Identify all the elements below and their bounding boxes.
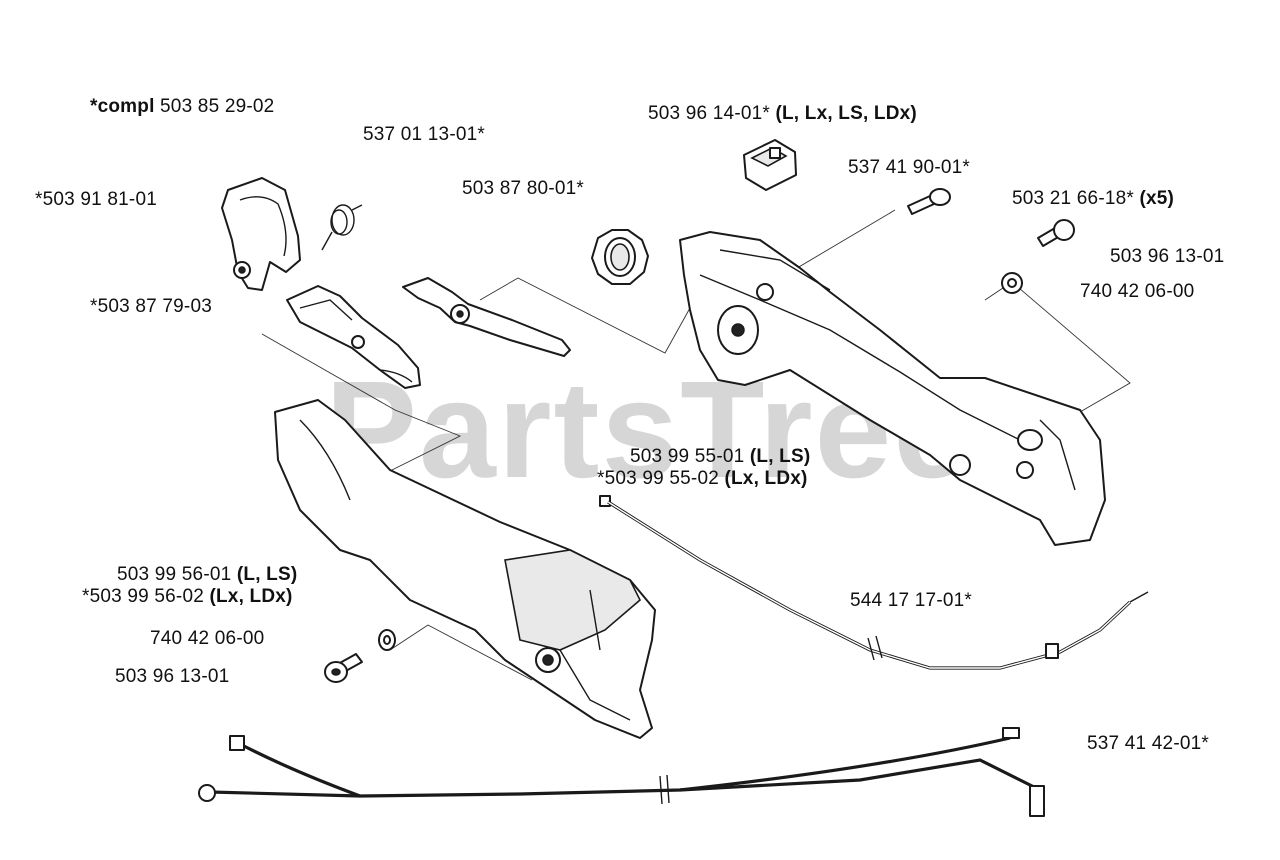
handle-housing-left-part xyxy=(274,399,656,739)
label-544-17-17-01: 544 17 17-01* xyxy=(850,590,972,611)
label-537-41-42-01: 537 41 42-01* xyxy=(1087,733,1209,754)
handle-housing-right-part xyxy=(679,231,1106,546)
screw-part-right xyxy=(1037,219,1075,247)
lockout-lever-part xyxy=(402,277,571,357)
label-503-96-13-01-bottom: 503 96 13-01 xyxy=(115,666,230,687)
label-537-41-90-01: 537 41 90-01* xyxy=(848,157,970,178)
label-503-87-79-03: *503 87 79-03 xyxy=(90,296,212,317)
switch-part xyxy=(743,139,797,191)
label-503-21-66-18: 503 21 66-18* (x5) xyxy=(1012,188,1175,209)
washer-part-top xyxy=(1001,272,1023,294)
throttle-cable-part xyxy=(599,495,1149,670)
label-537-01-13-01: 537 01 13-01* xyxy=(363,124,485,145)
label-503-91-81-01: *503 91 81-01 xyxy=(35,189,157,210)
label-740-42-06-00-top: 740 42 06-00 xyxy=(1080,281,1195,302)
label-compl-assembly: *compl 503 85 29-02 xyxy=(90,96,275,117)
screw-part-top xyxy=(907,188,951,215)
label-503-96-14-01: 503 96 14-01* (L, Lx, LS, LDx) xyxy=(648,103,917,124)
clamp-bracket-part xyxy=(221,177,301,291)
label-740-42-06-00-bottom: 740 42 06-00 xyxy=(150,628,265,649)
throttle-trigger-part xyxy=(286,285,421,389)
label-503-99-55-01: 503 99 55-01 (L, LS) xyxy=(630,446,811,467)
label-503-99-55-02: *503 99 55-02 (Lx, LDx) xyxy=(597,468,808,489)
label-503-96-13-01-top: 503 96 13-01 xyxy=(1110,246,1225,267)
spring-part xyxy=(321,204,363,251)
screw-part-bottom xyxy=(324,653,363,683)
washer-part-bottom xyxy=(378,629,396,651)
label-503-99-56-01: 503 99 56-01 (L, LS) xyxy=(117,564,298,585)
wire-harness-part xyxy=(198,727,1045,817)
label-503-99-56-02: *503 99 56-02 (Lx, LDx) xyxy=(82,586,293,607)
gear-nut-part xyxy=(591,229,649,285)
label-503-87-80-01: 503 87 80-01* xyxy=(462,178,584,199)
